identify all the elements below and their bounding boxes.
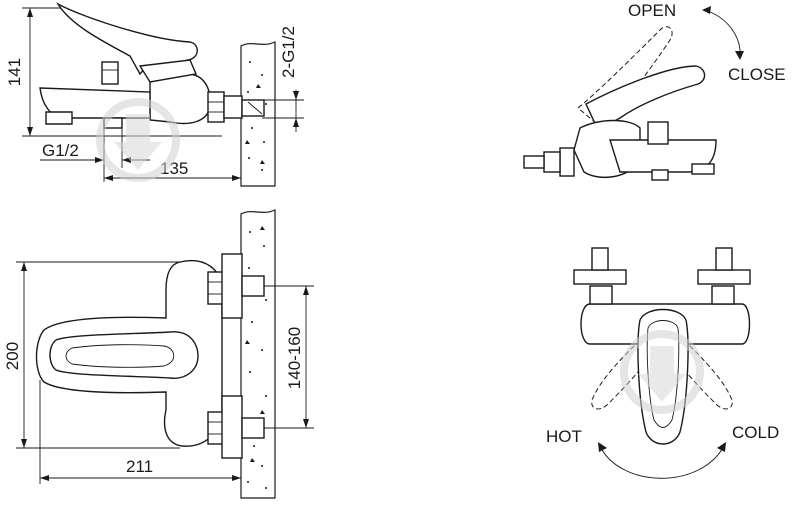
- hex-nut-side: [207, 91, 225, 123]
- spout-tip: [45, 111, 73, 125]
- dim-height-side-label: 141: [5, 58, 24, 86]
- open-label: OPEN: [628, 1, 676, 20]
- hot-cold-arrow: [599, 445, 725, 479]
- dim-connection-label: 2-G1/2: [279, 26, 298, 78]
- eccentric-open-view: [543, 151, 561, 173]
- close-label: CLOSE: [728, 65, 786, 84]
- open-close-arrow: [703, 9, 741, 59]
- watermark-logo-left: [96, 98, 180, 182]
- connector-right: [715, 247, 733, 271]
- flange-right: [697, 269, 751, 285]
- connector-open-view: [523, 155, 545, 169]
- hex-nut-right: [711, 285, 735, 305]
- dim-height-front-label: 200: [3, 342, 22, 370]
- wall-connector-lower: [241, 417, 265, 439]
- eccentric-upper: [221, 253, 243, 319]
- eccentric-lower: [221, 395, 243, 459]
- flange-left: [573, 269, 627, 285]
- eccentric-side: [223, 95, 243, 119]
- dim-width-label: 211: [126, 457, 153, 476]
- spout-tip-open-view: [691, 163, 715, 175]
- cold-label: COLD: [732, 423, 779, 442]
- hex-nut-open-view: [559, 147, 575, 177]
- hex-nut-left: [589, 285, 613, 305]
- watermark-logo-right: [620, 330, 704, 414]
- mixer-body-side: [149, 73, 212, 125]
- dim-outlet-label: G1/2: [42, 141, 79, 160]
- wall-connector: [241, 99, 265, 117]
- front-view: 200 140-160 211: [3, 209, 314, 499]
- wall-section-bottom: [240, 209, 276, 499]
- diverter-knob-side: [101, 61, 119, 85]
- wall-connector-upper: [241, 275, 265, 297]
- connector-left: [591, 247, 609, 271]
- dim-centers-label: 140-160: [285, 327, 304, 389]
- hot-label: HOT: [546, 427, 582, 446]
- side-view: 141 2-G1/2 G1/2 135: [5, 2, 304, 187]
- diverter-open-view: [647, 121, 669, 145]
- lever-handle-closed: [585, 65, 706, 131]
- open-close-view: OPEN CLOSE: [523, 1, 786, 181]
- lever-handle-front: [49, 331, 199, 379]
- outlet-open-view: [651, 169, 669, 181]
